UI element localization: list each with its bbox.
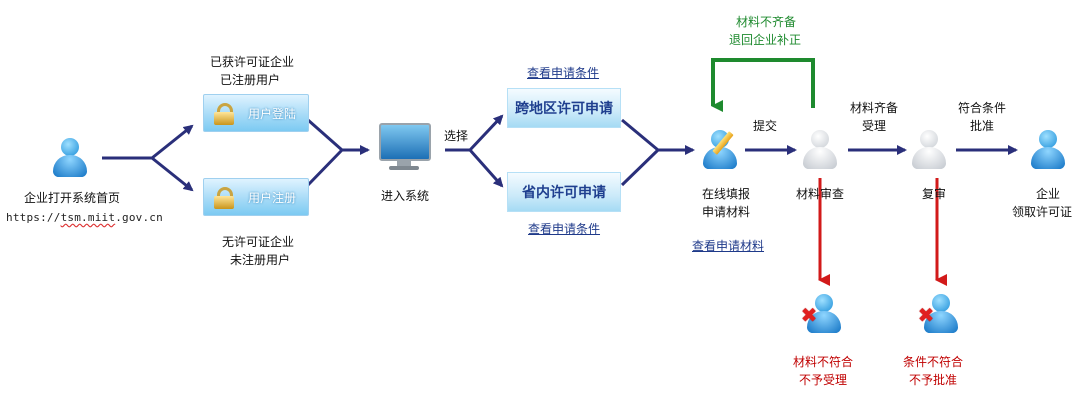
final-line2: 领取许可证 xyxy=(1012,205,1073,219)
approve-line2: 批准 xyxy=(970,119,995,133)
accept-line1: 材料齐备 xyxy=(850,101,899,115)
arrow-to-in-province xyxy=(468,149,504,188)
recheck-user-icon xyxy=(911,130,947,170)
arrow-return-correction xyxy=(711,58,815,112)
incomplete-line2: 退回企业补正 xyxy=(729,33,802,47)
arrow-to-register xyxy=(151,156,194,192)
licensed-enterprise-user-icon xyxy=(1030,130,1066,170)
reject-material-line2: 不予受理 xyxy=(799,373,848,387)
lock-icon xyxy=(214,103,234,125)
reject-icon: ✖ xyxy=(800,303,818,327)
enterprise-user-icon xyxy=(52,138,88,178)
reject-material-line1: 材料不符合 xyxy=(793,355,854,369)
fill-in-line2: 申请材料 xyxy=(702,205,751,219)
choose-label: 选择 xyxy=(444,129,469,143)
arrow-to-cross-region xyxy=(468,114,504,152)
system-label: 进入系统 xyxy=(381,189,430,203)
cross-region-apply-button[interactable]: 跨地区许可申请 xyxy=(507,88,621,128)
reject-condition-line1: 条件不符合 xyxy=(903,355,964,369)
system-url[interactable]: https://tsm.miit.gov.cn xyxy=(6,211,163,224)
incomplete-line1: 材料不齐备 xyxy=(736,15,797,29)
view-materials-link[interactable]: 查看申请材料 xyxy=(692,239,765,253)
accept-line2: 受理 xyxy=(862,119,887,133)
in-province-apply-button[interactable]: 省内许可申请 xyxy=(507,172,621,212)
rejected-condition-user-icon xyxy=(923,294,959,334)
unlicensed-line1: 无许可证企业 xyxy=(222,235,295,249)
reject-condition-line2: 不予批准 xyxy=(909,373,958,387)
recheck-label: 复审 xyxy=(922,187,947,201)
arrow-apply-merge xyxy=(621,118,659,152)
start-label: 企业打开系统首页 xyxy=(24,191,121,205)
submit-label: 提交 xyxy=(753,119,778,133)
licensed-line1: 已获许可证企业 xyxy=(210,55,295,69)
fill-in-line1: 在线填报 xyxy=(702,187,751,201)
cross-region-conditions-link[interactable]: 查看申请条件 xyxy=(527,66,600,80)
arrow-login-merge xyxy=(307,118,343,152)
review-label: 材料审查 xyxy=(796,187,845,201)
reject-icon: ✖ xyxy=(917,303,935,327)
login-button[interactable]: 用户登陆 xyxy=(203,94,309,132)
unlicensed-line2: 未注册用户 xyxy=(230,253,291,267)
register-button[interactable]: 用户注册 xyxy=(203,178,309,216)
arrow-to-login xyxy=(151,124,194,160)
monitor-icon xyxy=(379,123,431,173)
in-province-conditions-link[interactable]: 查看申请条件 xyxy=(528,222,601,236)
final-line1: 企业 xyxy=(1036,187,1061,201)
register-icon xyxy=(214,187,234,209)
reviewer-user-icon xyxy=(802,130,838,170)
approve-line1: 符合条件 xyxy=(958,101,1007,115)
licensed-line2: 已注册用户 xyxy=(220,73,281,87)
rejected-material-user-icon xyxy=(806,294,842,334)
